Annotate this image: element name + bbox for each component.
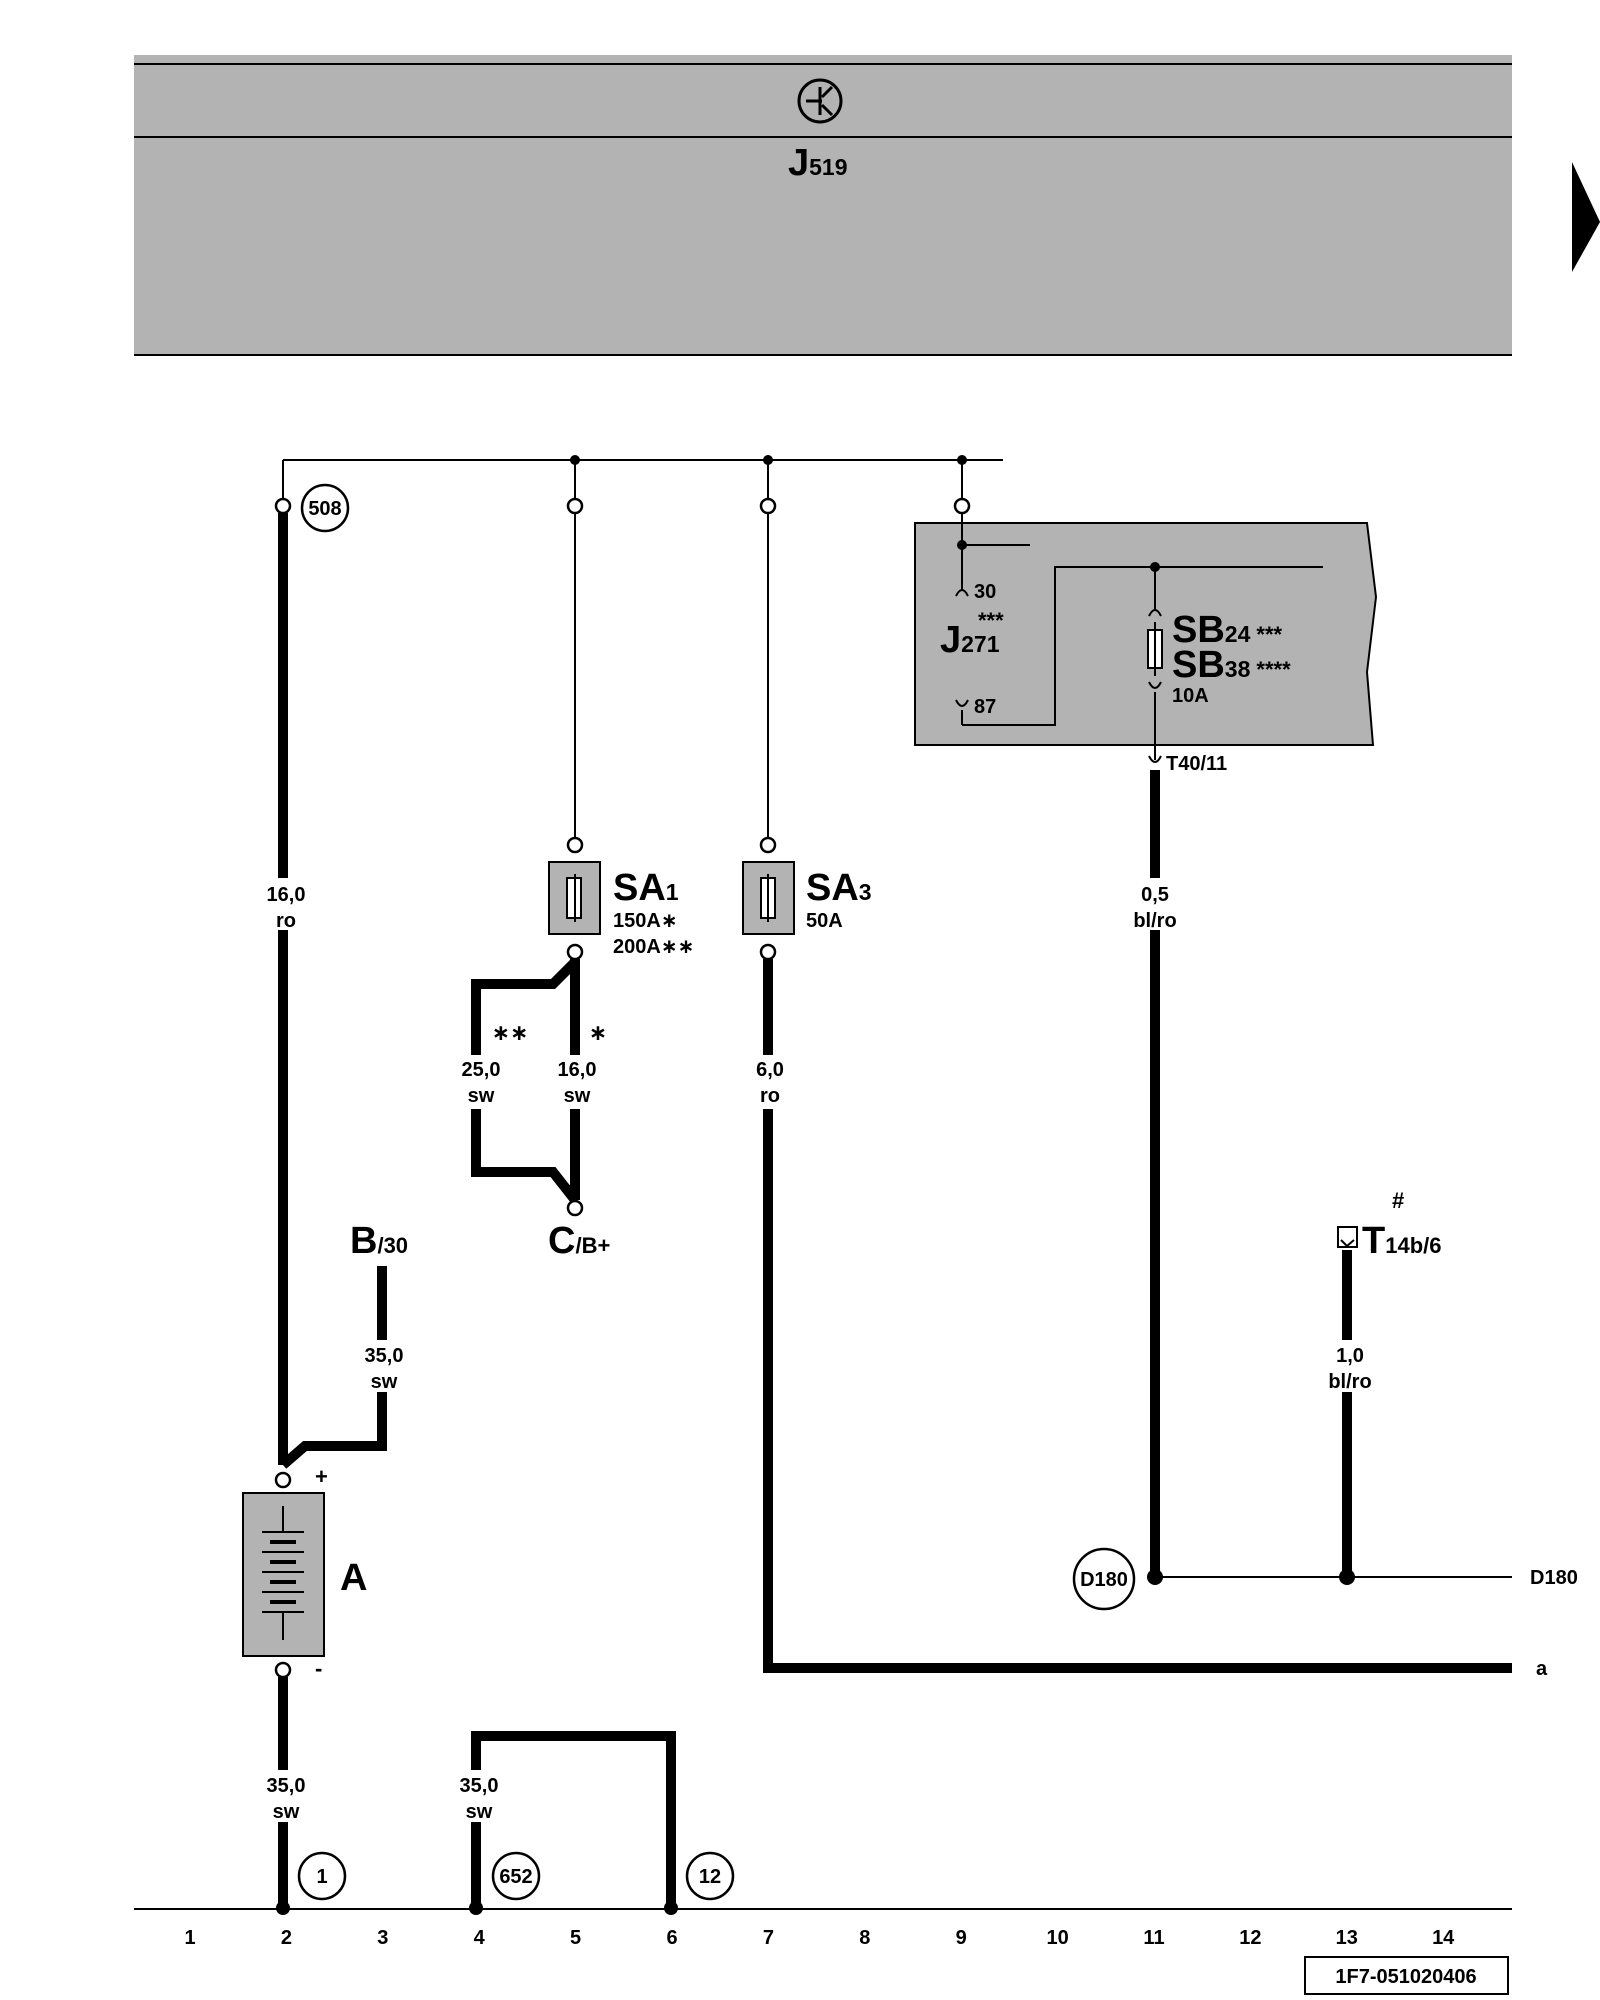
fuse-sa3-label: SA3 — [806, 867, 872, 909]
track-number: 6 — [666, 1927, 677, 1949]
track-number: 2 — [281, 1927, 292, 1949]
connector-t14b-label: T14b/6 — [1362, 1220, 1441, 1262]
wire-label: sw — [468, 1085, 495, 1107]
wire-label: 16,0 — [558, 1059, 597, 1081]
document-id: 1F7-051020406 — [1335, 1966, 1476, 1988]
relay-pin-30: 30 — [974, 581, 996, 603]
wire-label: sw — [564, 1085, 591, 1107]
track-number: 9 — [956, 1927, 967, 1949]
fuse-sa1-rating: 150A∗ — [613, 910, 678, 932]
wire-stars: ∗∗ — [492, 1020, 529, 1045]
track-number: 8 — [859, 1927, 870, 1949]
document-id-box — [1304, 1956, 1509, 1995]
svg-text:D180: D180 — [1080, 1569, 1128, 1591]
wire-label: 16,0 — [267, 884, 306, 906]
track-number: 11 — [1143, 1927, 1164, 1949]
battery-plus: + — [315, 1464, 328, 1489]
relay-fuse-box — [914, 522, 1378, 746]
circle-652: 652 — [491, 1851, 541, 1901]
wire-label: ro — [760, 1085, 780, 1107]
wire-label: 0,5 — [1141, 884, 1169, 906]
track-number: 4 — [474, 1927, 486, 1949]
terminal-c-label: C/B+ — [548, 1220, 610, 1262]
battery-label: A — [340, 1557, 367, 1599]
control-unit-label: J519 — [788, 142, 848, 184]
wire-label: bl/ro — [1328, 1371, 1371, 1393]
relay-pin-87: 87 — [974, 696, 996, 718]
right-label-d180: D180 — [1530, 1567, 1578, 1589]
wire-label: sw — [273, 1801, 300, 1823]
terminal-b30-label: B/30 — [350, 1220, 408, 1262]
fuse-sb-rating: 10A — [1172, 685, 1209, 707]
svg-text:12: 12 — [699, 1866, 721, 1888]
svg-text:652: 652 — [499, 1866, 532, 1888]
control-unit-panel — [134, 55, 1512, 355]
fuse-sb24-label: SB24*** — [1172, 609, 1283, 651]
circle-508: 508 — [300, 483, 350, 533]
connector-t14b-symbol — [1337, 1226, 1358, 1248]
svg-text:508: 508 — [308, 498, 341, 520]
track-number: 14 — [1432, 1927, 1455, 1949]
wire-label: 6,0 — [756, 1059, 784, 1081]
track-number: 12 — [1239, 1927, 1261, 1949]
wire-label: sw — [371, 1371, 398, 1393]
track-number: 13 — [1336, 1927, 1358, 1949]
ground-transistor-icon — [797, 78, 843, 124]
wire-stars: ∗ — [589, 1020, 607, 1045]
fuse-sa1-label: SA1 — [613, 867, 679, 909]
fuse-sb38-label: SB38**** — [1172, 644, 1291, 686]
relay-j271-label: J271 — [940, 619, 1000, 661]
track-number: 1 — [184, 1927, 195, 1949]
circle-1: 1 — [297, 1851, 347, 1901]
wire-label: 35,0 — [365, 1345, 404, 1367]
relay-stars: *** — [978, 608, 1004, 633]
wire-label: 35,0 — [267, 1775, 306, 1797]
right-label-a: a — [1536, 1658, 1548, 1680]
battery-cells-icon — [262, 1506, 304, 1640]
connector-hash: # — [1392, 1188, 1404, 1213]
battery-minus: - — [315, 1656, 322, 1681]
fuse-sa1-rating: 200A∗∗ — [613, 936, 694, 958]
track-number: 10 — [1046, 1927, 1068, 1949]
wire-label: ro — [276, 910, 296, 932]
track-number: 3 — [377, 1927, 388, 1949]
connector-t40-label: T40/11 — [1166, 753, 1227, 775]
next-page-arrow[interactable] — [1572, 162, 1600, 272]
wire-label: 25,0 — [462, 1059, 501, 1081]
wire-label: sw — [466, 1801, 493, 1823]
circle-d180: D180 — [1072, 1547, 1136, 1611]
circle-12: 12 — [685, 1851, 735, 1901]
svg-text:1: 1 — [316, 1866, 327, 1888]
wire-label: 1,0 — [1336, 1345, 1364, 1367]
track-number: 7 — [763, 1927, 774, 1949]
wire-label: bl/ro — [1133, 910, 1176, 932]
fuse-sa3-rating: 50A — [806, 910, 843, 932]
wire-label: 35,0 — [460, 1775, 499, 1797]
track-number: 5 — [570, 1927, 581, 1949]
